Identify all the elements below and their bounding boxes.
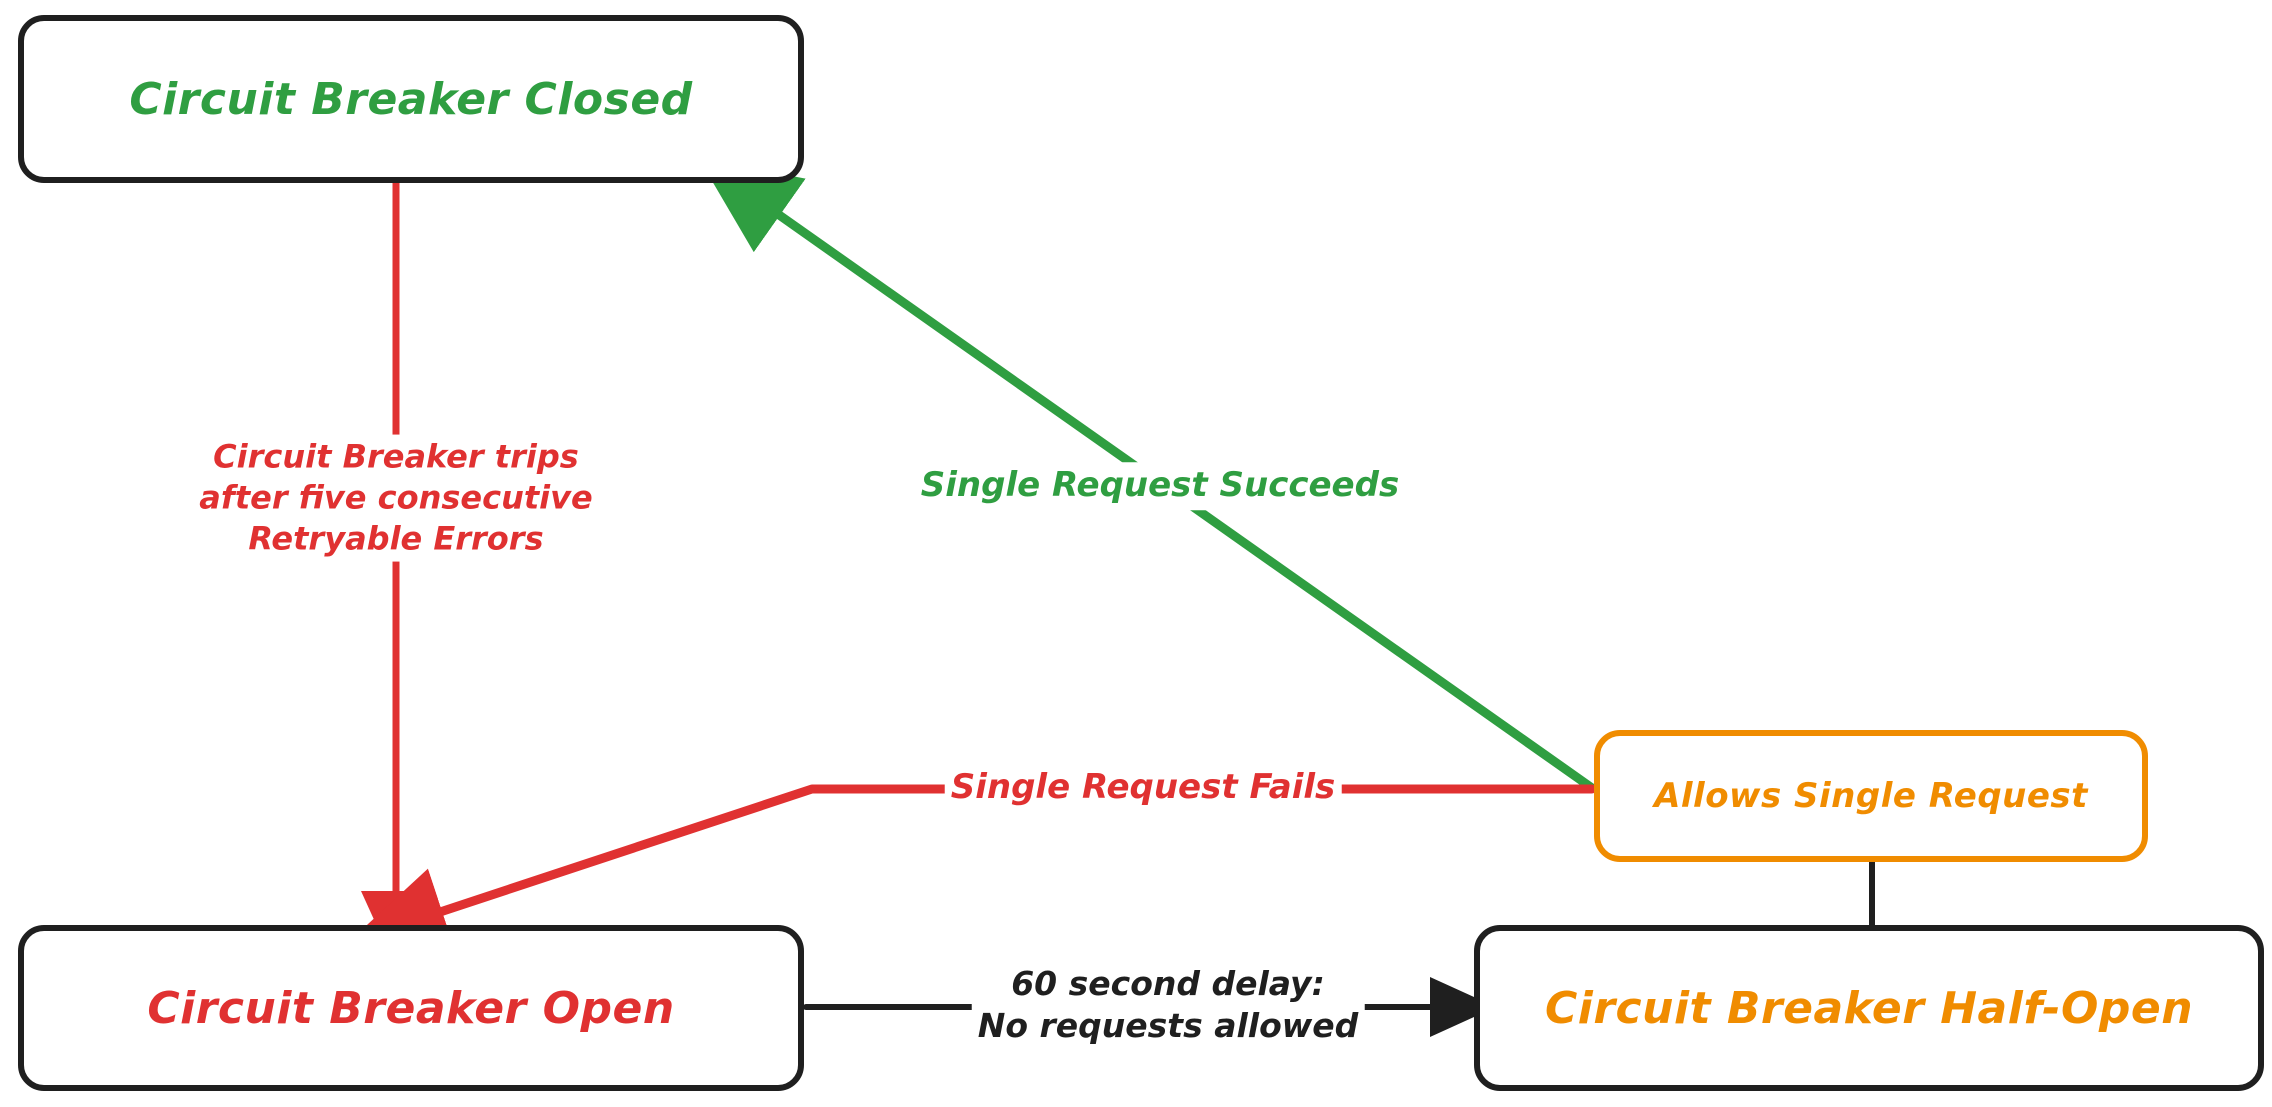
node-allows-single-request[interactable]: Allows Single Request	[1594, 730, 2148, 862]
node-label-circuit-breaker-closed: Circuit Breaker Closed	[129, 73, 693, 125]
node-label-circuit-breaker-open: Circuit Breaker Open	[147, 982, 675, 1034]
node-label-circuit-breaker-half-open: Circuit Breaker Half-Open	[1544, 982, 2194, 1034]
node-circuit-breaker-open[interactable]: Circuit Breaker Open	[18, 925, 804, 1091]
node-circuit-breaker-half-open[interactable]: Circuit Breaker Half-Open	[1474, 925, 2264, 1091]
node-label-allows-single-request: Allows Single Request	[1654, 776, 2088, 816]
edge-allows-to-closed	[698, 158, 1597, 793]
node-circuit-breaker-closed[interactable]: Circuit Breaker Closed	[18, 15, 804, 183]
edge-allows-to-open	[348, 784, 1597, 955]
